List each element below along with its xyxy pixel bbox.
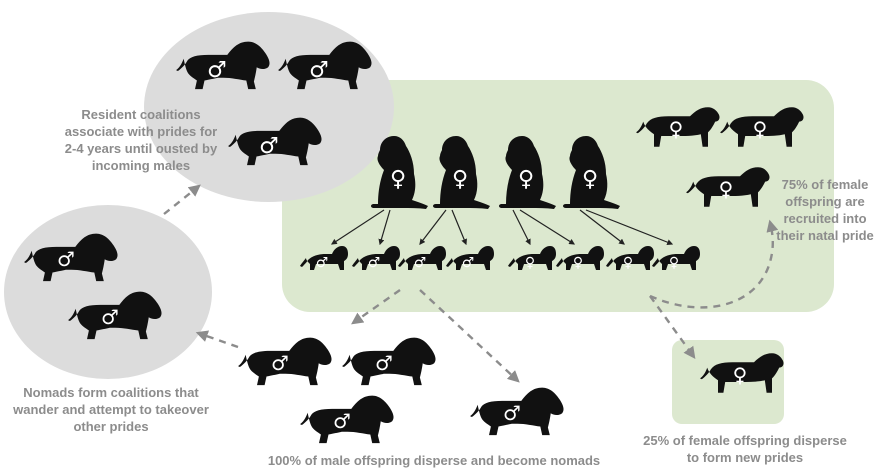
female-disperse-caption: 25% of female offspring disperse to form… (620, 432, 870, 466)
male-symbol-icon: ♂ (375, 351, 393, 375)
female-recruited-caption: 75% of female offspring are recruited in… (768, 176, 882, 244)
male-symbol-icon: ♂ (309, 58, 329, 83)
female-symbol-icon: ♀ (582, 167, 598, 192)
caption-line: associate with prides for (54, 123, 228, 140)
caption-line: 100% of male offspring disperse and beco… (244, 452, 624, 469)
female-symbol-icon: ♀ (623, 255, 633, 271)
dispersed-male-lion-2: ♂ (342, 338, 436, 386)
resident-coalitions-caption: Resident coalitions associate with pride… (54, 106, 228, 174)
male-symbol-icon: ♂ (271, 351, 289, 375)
arrow-nomads-to-residents (164, 186, 199, 214)
female-symbol-icon: ♀ (525, 255, 535, 271)
nomad-coalition-circle (4, 205, 212, 379)
male-offspring-caption: 100% of male offspring disperse and beco… (244, 452, 624, 469)
female-symbol-icon: ♀ (669, 117, 684, 141)
female-symbol-icon: ♀ (669, 255, 679, 271)
caption-line: wander and attempt to takeover (4, 401, 218, 418)
caption-line: 25% of female offspring disperse (620, 432, 870, 449)
female-symbol-icon: ♀ (452, 167, 468, 192)
caption-line: recruited into (768, 210, 882, 227)
dispersed-male-lion-3: ♂ (300, 396, 394, 444)
caption-line: offspring are (768, 193, 882, 210)
caption-line: Resident coalitions (54, 106, 228, 123)
male-symbol-icon: ♂ (259, 134, 279, 159)
male-symbol-icon: ♂ (333, 409, 351, 433)
caption-line: Nomads form coalitions that (4, 384, 218, 401)
male-symbol-icon: ♂ (414, 255, 427, 271)
dispersed-male-lion-1: ♂ (238, 338, 332, 386)
male-symbol-icon: ♂ (101, 305, 119, 329)
caption-line: 75% of female (768, 176, 882, 193)
lone-nomad-male-lion: ♂ (470, 388, 564, 436)
female-symbol-icon: ♀ (733, 363, 748, 387)
male-symbol-icon: ♂ (462, 255, 475, 271)
arrow-dispersed-to-nomads (198, 333, 238, 347)
female-symbol-icon: ♀ (390, 167, 406, 192)
caption-line: 2-4 years until ousted by (54, 140, 228, 157)
caption-line: their natal pride (768, 227, 882, 244)
female-symbol-icon: ♀ (753, 117, 768, 141)
female-symbol-icon: ♀ (518, 167, 534, 192)
male-symbol-icon: ♂ (57, 247, 75, 271)
nomads-caption: Nomads form coalitions that wander and a… (4, 384, 218, 435)
female-symbol-icon: ♀ (573, 255, 583, 271)
caption-line: other prides (4, 418, 218, 435)
male-symbol-icon: ♂ (368, 255, 381, 271)
male-symbol-icon: ♂ (316, 255, 329, 271)
caption-line: incoming males (54, 157, 228, 174)
male-symbol-icon: ♂ (207, 58, 227, 83)
female-symbol-icon: ♀ (719, 177, 734, 201)
male-symbol-icon: ♂ (503, 401, 521, 425)
caption-line: to form new prides (620, 449, 870, 466)
